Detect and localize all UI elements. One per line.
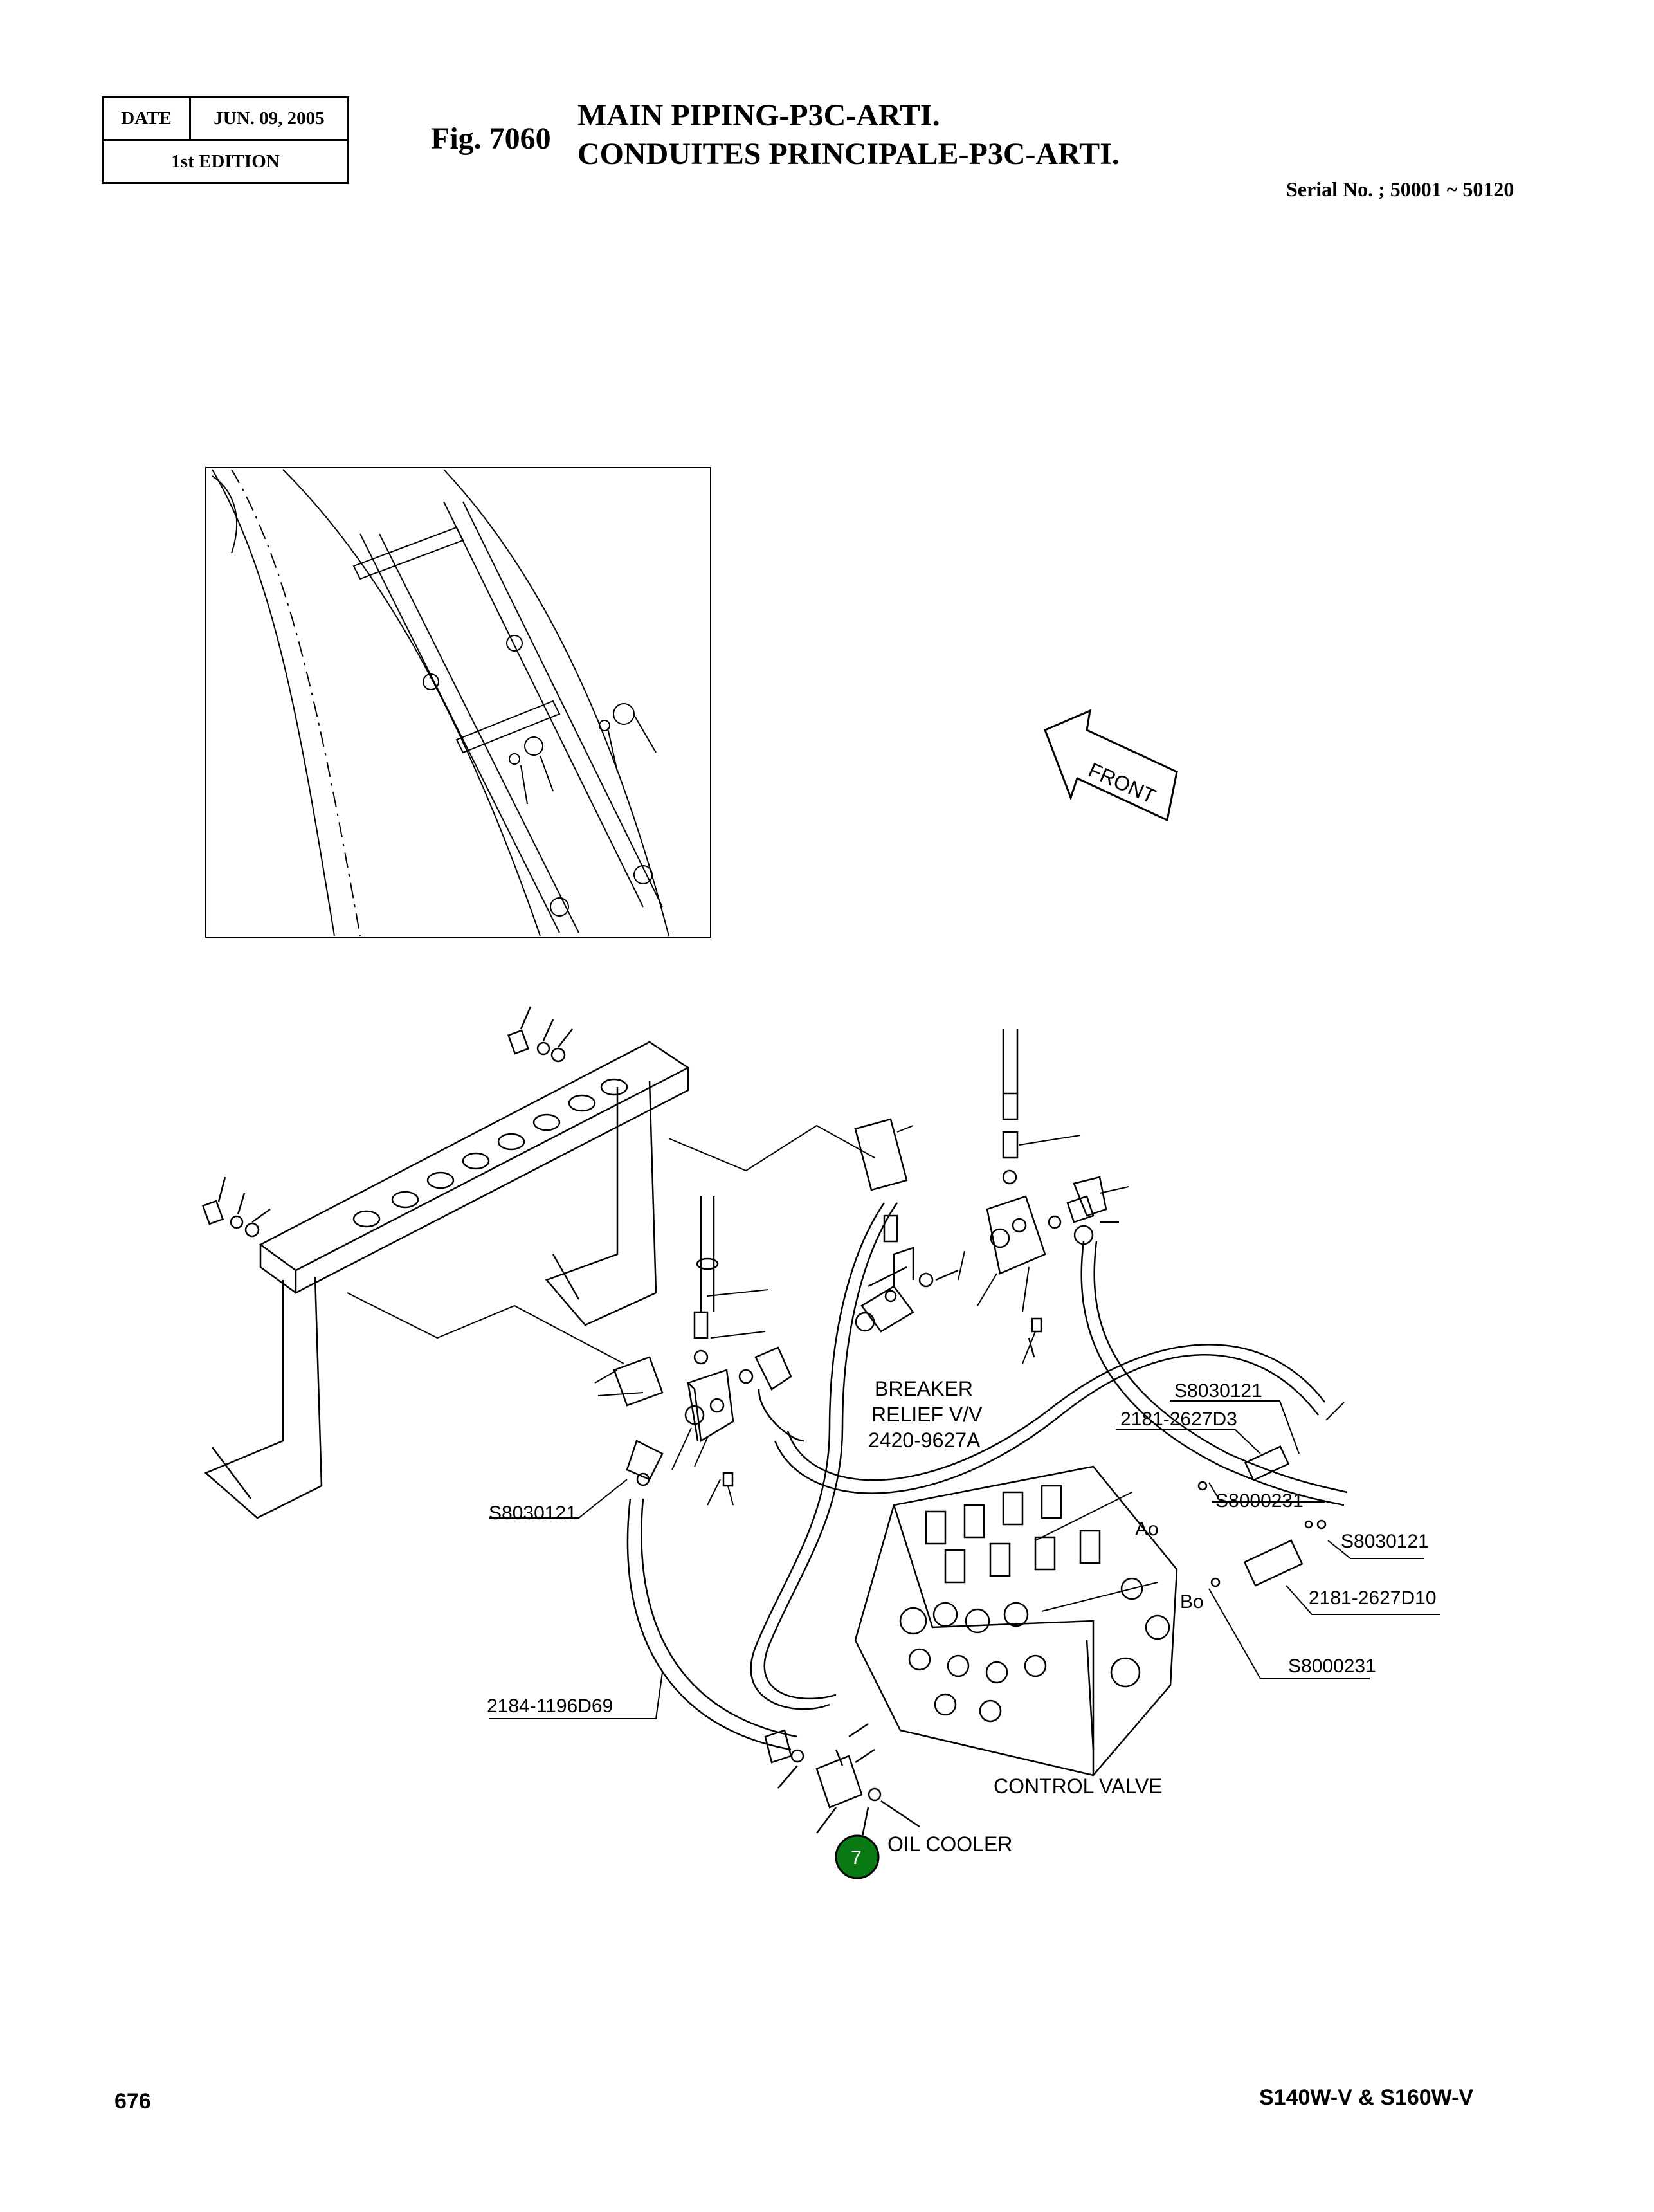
- figure-title-french: CONDUITES PRINCIPALE-P3C-ARTI.: [577, 137, 1120, 171]
- oil-cooler-label: OIL COOLER: [887, 1833, 1012, 1856]
- part-label-2184-1196d69: 2184-1196D69: [487, 1696, 613, 1717]
- breaker-relief-label-line2: RELIEF V/V: [871, 1403, 983, 1426]
- bolt-assembly-left: [201, 1176, 271, 1238]
- part-label-s8000231-bottom: S8000231: [1288, 1656, 1376, 1677]
- model-name: S140W-V & S160W-V: [1259, 2085, 1474, 2110]
- bolt-assembly-top: [507, 1006, 573, 1063]
- part-label-s8030121-left: S8030121: [489, 1503, 577, 1524]
- port-label-bo: Bo: [1180, 1591, 1204, 1613]
- port-label-ao: Ao: [1135, 1519, 1159, 1540]
- fittings-right: [1197, 1445, 1327, 1587]
- date-value: JUN. 09, 2005: [191, 98, 347, 141]
- frame-bracket: [204, 1041, 875, 1519]
- part-label-s8030121-top: S8030121: [1174, 1380, 1262, 1402]
- label-leaders: [489, 1400, 1440, 1719]
- part-label-2181-2627d3: 2181-2627D3: [1120, 1409, 1237, 1430]
- part-label-s8030121-right: S8030121: [1341, 1531, 1429, 1552]
- front-arrow-icon: FRONT: [1044, 709, 1178, 822]
- part-label-s8000231-top: S8000231: [1215, 1490, 1304, 1512]
- detail-inset: [205, 467, 711, 938]
- date-label: DATE: [104, 98, 191, 141]
- breaker-relief-part-number: 2420-9627A: [868, 1429, 981, 1452]
- reference-badge-number: 7: [851, 1847, 862, 1869]
- header-box: DATE JUN. 09, 2005 1st EDITION: [102, 96, 349, 184]
- hoses: [626, 1202, 1348, 1751]
- control-valve-label: CONTROL VALVE: [994, 1775, 1163, 1798]
- leader-lines-upper-block: [896, 1125, 1129, 1364]
- serial-number: Serial No. ; 50001 ~ 50120: [1286, 178, 1514, 201]
- oil-cooler-fittings: [764, 1723, 920, 1840]
- figure-title-english: MAIN PIPING-P3C-ARTI.: [577, 98, 940, 133]
- manifold-block-lower: [613, 1196, 804, 1487]
- page-number: 676: [114, 2089, 151, 2114]
- leader-lines-lower-block: [594, 1289, 769, 1506]
- breaker-relief-valve: [855, 1214, 959, 1333]
- breaker-relief-label-line1: BREAKER: [875, 1377, 973, 1400]
- manifold-block-upper: [854, 1029, 1107, 1358]
- edition-label: 1st EDITION: [171, 151, 280, 172]
- reference-badge: 7: [835, 1834, 880, 1879]
- control-valve-body: [854, 1465, 1178, 1777]
- part-label-2181-2627d10: 2181-2627D10: [1309, 1587, 1437, 1609]
- figure-number: Fig. 7060: [431, 122, 551, 156]
